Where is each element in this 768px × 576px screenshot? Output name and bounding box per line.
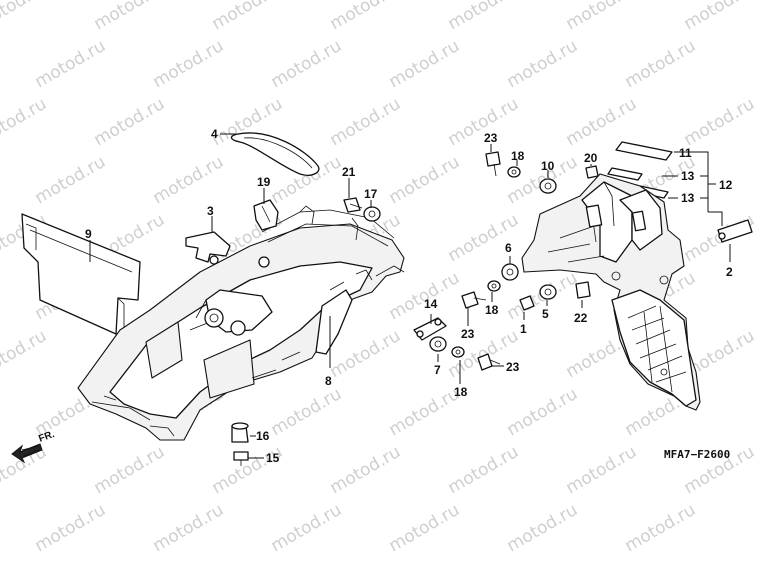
watermark-text: motod.ru [268, 36, 346, 92]
callout-2: 2 [726, 265, 733, 279]
part-17-collar [363, 206, 381, 222]
callout-9: 9 [85, 227, 92, 241]
part-10-grommet [539, 178, 557, 194]
callout-1: 1 [520, 322, 527, 336]
watermark-text: motod.ru [386, 384, 464, 440]
callout-5: 5 [542, 307, 549, 321]
part-14-stay [413, 317, 447, 341]
part-21-bolt [343, 197, 363, 213]
part-16-grommet [231, 422, 249, 443]
watermark-text: motod.ru [91, 442, 169, 498]
part-19-clip [253, 199, 279, 231]
callout-3: 3 [207, 204, 214, 218]
callout-22: 22 [574, 311, 588, 325]
part-22-nut [575, 281, 591, 299]
part-18-washer-mid [487, 280, 501, 292]
callout-7: 7 [434, 363, 441, 377]
watermark-text: motod.ru [209, 0, 287, 34]
part-2-plate-part [717, 219, 753, 243]
part-1-nut [519, 295, 535, 311]
watermark-text: motod.ru [150, 152, 228, 208]
watermark-text: motod.ru [386, 152, 464, 208]
watermark-text: motod.ru [681, 94, 759, 150]
watermark-text: motod.ru [327, 0, 405, 34]
part-18-washer-top [507, 166, 521, 178]
callout-11: 11 [679, 146, 692, 160]
callout-23b: 23 [461, 327, 475, 341]
leader-lines [89, 133, 731, 459]
callout-4: 4 [211, 127, 218, 141]
watermark-text: motod.ru [32, 500, 110, 556]
watermark-text: motod.ru [622, 500, 700, 556]
watermark-text: motod.ru [504, 36, 582, 92]
watermark-text: motod.ru [386, 500, 464, 556]
watermark-text: motod.ru [504, 384, 582, 440]
callout-23a: 23 [484, 131, 498, 145]
callout-13b: 13 [681, 191, 695, 205]
watermark-text: motod.ru [150, 500, 228, 556]
part-3-bracket [185, 231, 231, 265]
front-direction-arrow [11, 443, 43, 464]
watermark-text: motod.ru [268, 500, 346, 556]
part-8-rear-fender [77, 205, 405, 441]
callout-labels: 1 2 3 4 5 6 7 8 9 10 11 12 13 13 14 15 1… [85, 127, 733, 465]
callout-8: 8 [325, 374, 332, 388]
callout-23c: 23 [506, 360, 520, 374]
callout-6: 6 [505, 241, 512, 255]
part-20-clip [585, 165, 599, 179]
part-15-bolt [233, 451, 249, 466]
callout-18b: 18 [485, 303, 499, 317]
callout-17: 17 [364, 187, 378, 201]
part-7-grommet [429, 336, 447, 352]
watermark-text: motod.ru [563, 0, 641, 34]
callout-13a: 13 [681, 169, 695, 183]
watermark-text: motod.ru [32, 36, 110, 92]
callout-15: 15 [266, 451, 280, 465]
callout-19: 19 [257, 175, 271, 189]
watermark-text: motod.ru [504, 500, 582, 556]
watermark-text: motod.ru [91, 0, 169, 34]
watermark-text: motod.ru [445, 0, 523, 34]
part-4-band [230, 132, 320, 176]
part-11-pad [615, 141, 673, 161]
callout-16: 16 [256, 429, 270, 443]
part-23-bolt-top [485, 151, 501, 177]
callout-14: 14 [424, 297, 438, 311]
callout-18c: 18 [454, 385, 468, 399]
callout-10: 10 [541, 159, 555, 173]
watermark-text: motod.ru [91, 94, 169, 150]
front-marker-label: FR. [37, 429, 56, 445]
watermark-text: motod.ru [268, 384, 346, 440]
watermark-text: motod.ru [622, 36, 700, 92]
callout-12: 12 [719, 178, 733, 192]
part-12-plate-bracket [521, 173, 701, 411]
watermark-text: motod.ru [445, 442, 523, 498]
callout-18a: 18 [511, 149, 525, 163]
watermark-text: motod.ru [563, 94, 641, 150]
part-18-washer-lower [451, 346, 465, 358]
diagram-code: MFA7−F2600 [664, 448, 730, 461]
watermark-text: motod.ru [150, 36, 228, 92]
watermark-text: motod.ru [0, 0, 50, 34]
part-6-grommet [501, 263, 519, 281]
part-9-flap [21, 213, 141, 335]
part-23-bolt-mid [461, 291, 487, 309]
watermark-text: motod.ru [32, 152, 110, 208]
watermark-text: motod.ru [386, 36, 464, 92]
watermark-text: motod.ru [0, 94, 50, 150]
watermark-text: motod.ru [681, 0, 759, 34]
callout-21: 21 [342, 165, 356, 179]
part-5-grommet [539, 284, 557, 300]
watermark-text: motod.ru [563, 442, 641, 498]
watermark-text: motod.ru [327, 442, 405, 498]
watermark-text: motod.ru [0, 326, 50, 382]
watermark-text: motod.ru [327, 94, 405, 150]
callout-20: 20 [584, 151, 598, 165]
